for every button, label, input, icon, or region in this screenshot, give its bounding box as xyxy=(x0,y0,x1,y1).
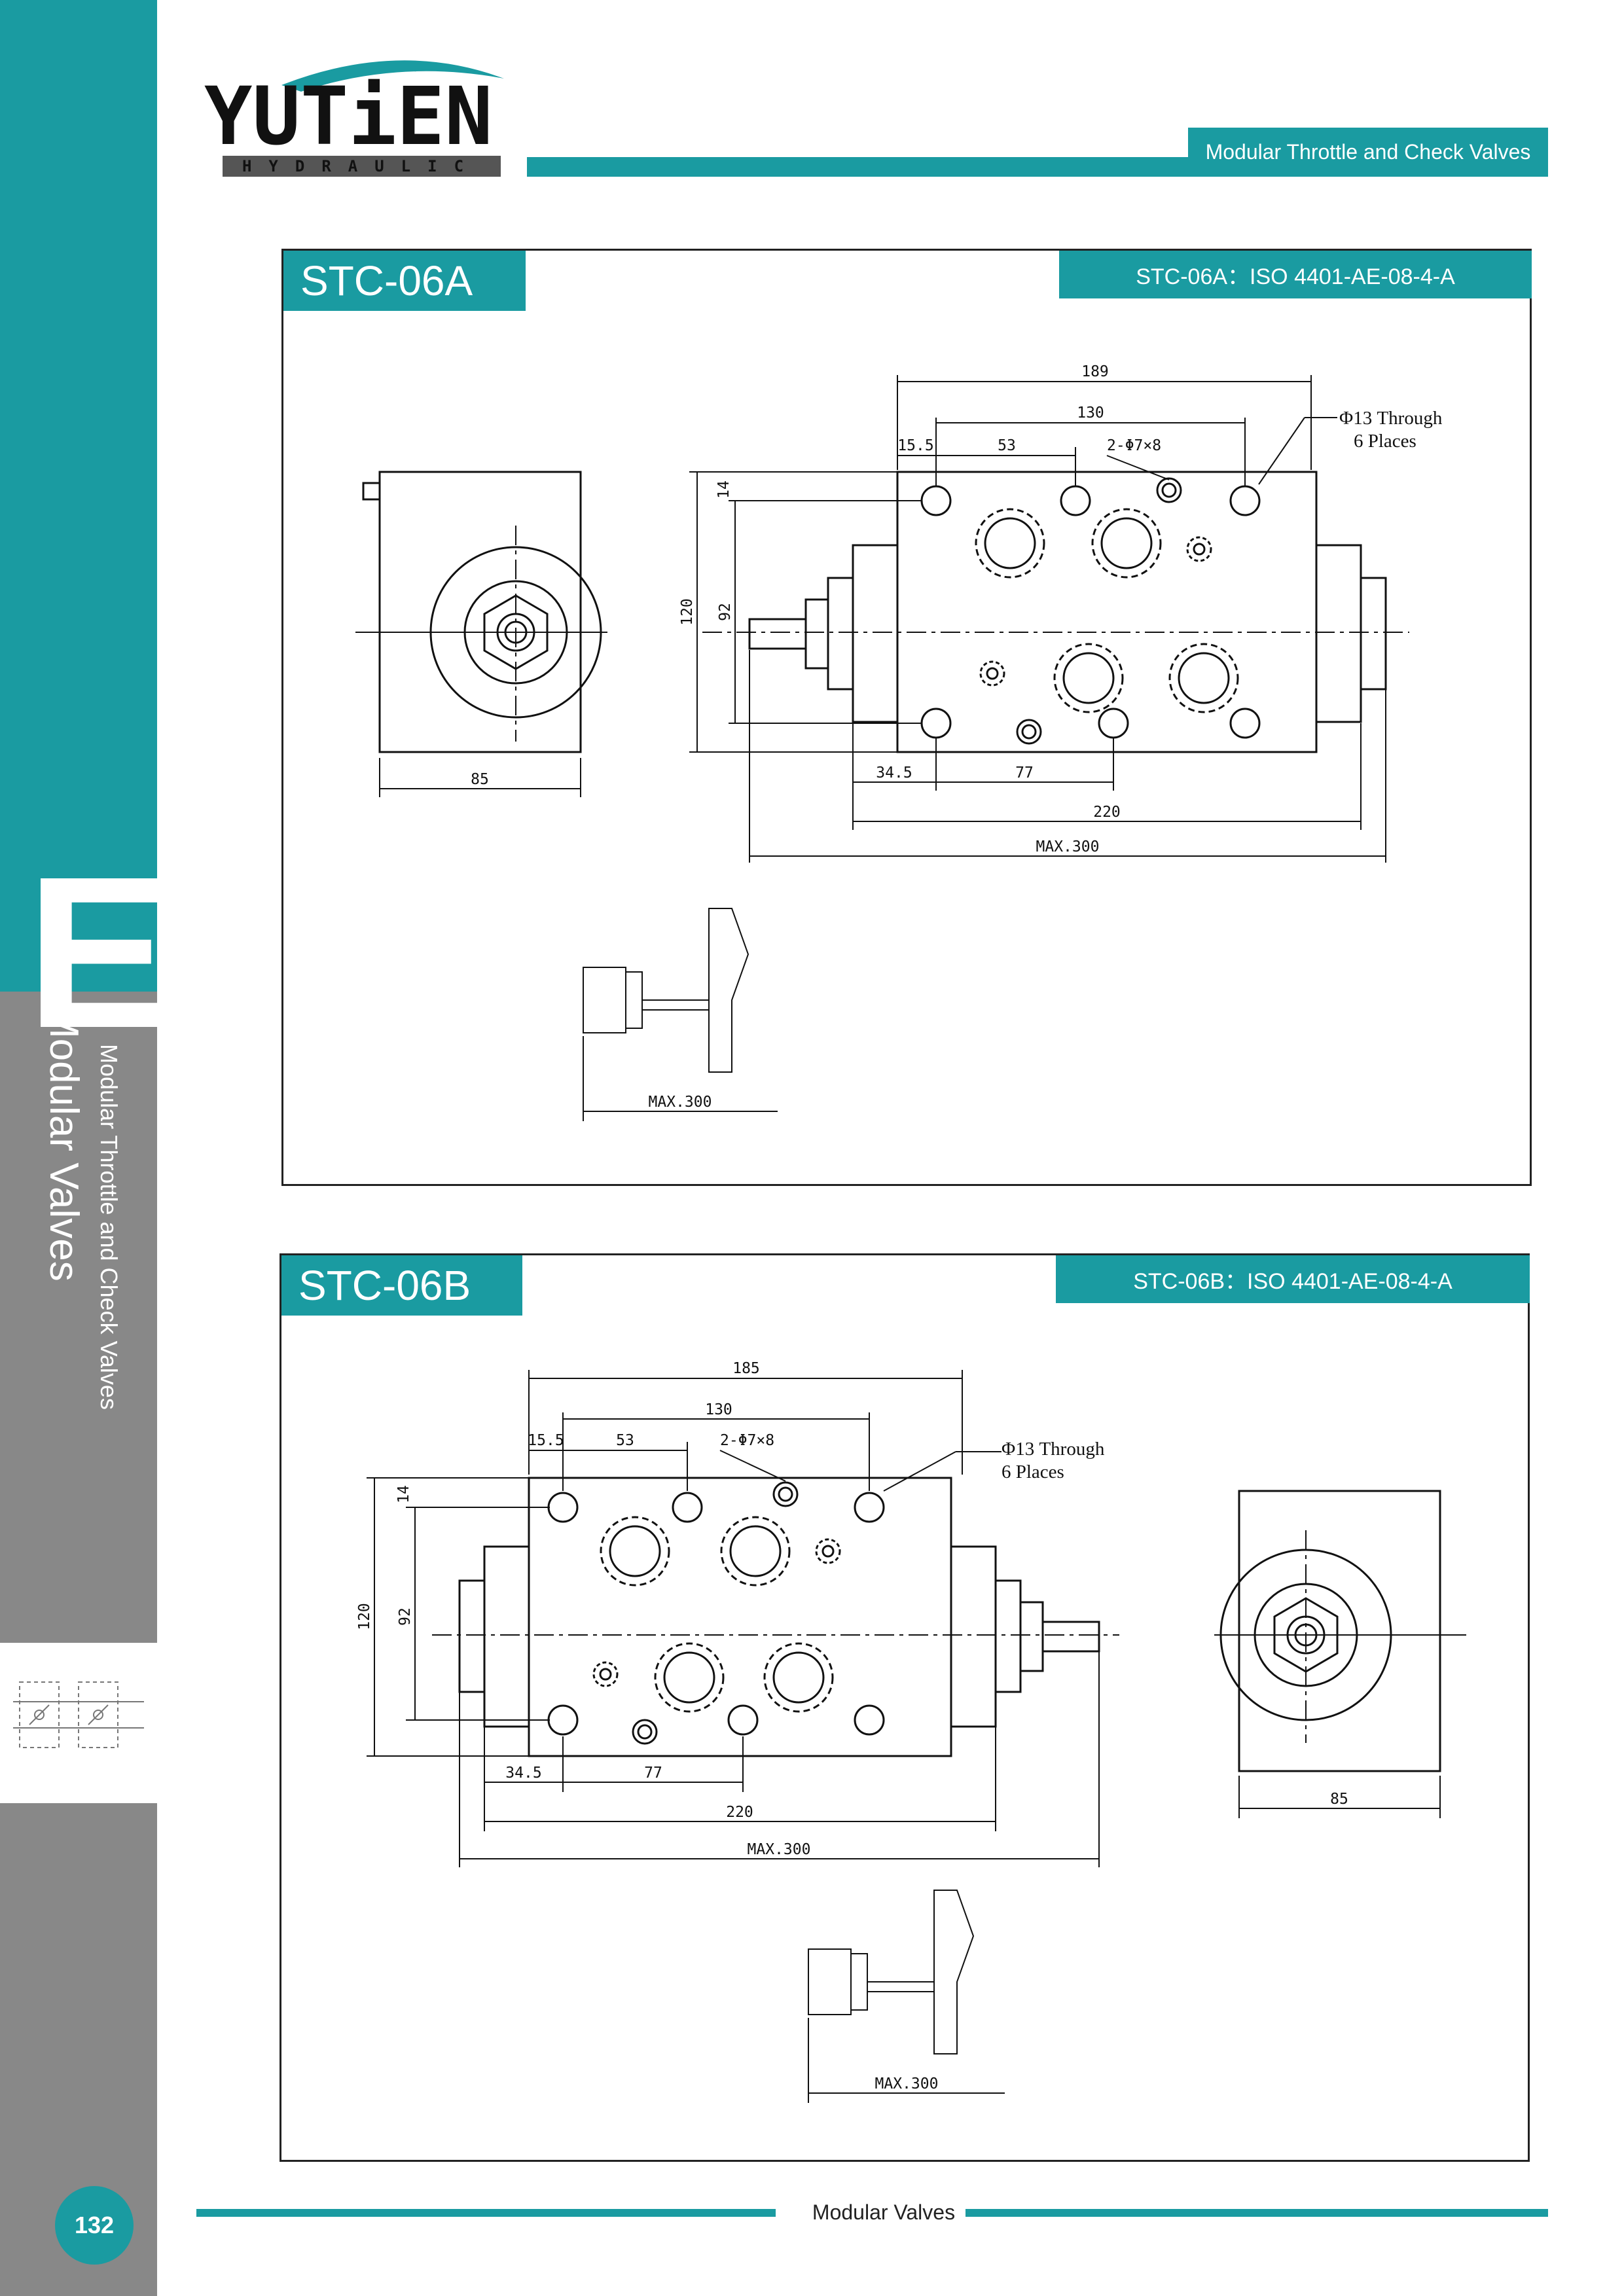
dim-120: 120 xyxy=(356,1603,373,1630)
sidebar-subsection-label: Modular Throttle and Check Valves xyxy=(96,1044,122,1410)
dim-53: 53 xyxy=(998,437,1016,454)
panel-stc-06a: STC-06A STC-06A：ISO 4401-AE-08-4-A xyxy=(281,249,1532,1186)
dim-53: 53 xyxy=(616,1432,634,1449)
technical-drawing-b: 185 130 15.5 53 2-Φ7×8 Φ13 Through 6 Pla… xyxy=(356,1360,1466,2103)
dim-92: 92 xyxy=(397,1607,414,1626)
dim-max-300: MAX.300 xyxy=(1036,838,1100,855)
dim-15-5: 15.5 xyxy=(528,1432,564,1449)
dim-places: 6 Places xyxy=(1354,431,1416,452)
dim-15-5: 15.5 xyxy=(897,437,933,454)
footer-line-right xyxy=(965,2209,1548,2217)
sidebar-accent-block xyxy=(0,0,157,992)
dim-130: 130 xyxy=(1077,404,1104,422)
dim-77: 77 xyxy=(644,1765,662,1782)
dim-knob-max: MAX.300 xyxy=(649,1094,712,1111)
sidebar-symbol-area xyxy=(0,1643,157,1803)
technical-drawing-a: 189 130 15.5 53 2-Φ7×8 Φ13 Through 6 Pla… xyxy=(355,363,1443,1121)
panel-iso-label: STC-06B：ISO 4401-AE-08-4-A xyxy=(1056,1255,1530,1303)
brand-name: YUTiEN xyxy=(204,70,493,163)
dim-220: 220 xyxy=(1093,804,1121,821)
sidebar-section-label: Modular Valves xyxy=(41,1005,86,1282)
dim-places: 6 Places xyxy=(1001,1462,1064,1482)
dim-knob-max: MAX.300 xyxy=(875,2075,939,2092)
dim-34-5: 34.5 xyxy=(876,764,912,781)
dim-130: 130 xyxy=(705,1401,732,1418)
dim-85: 85 xyxy=(471,771,489,788)
sidebar-gray-block xyxy=(0,992,157,1643)
footer-label: Modular Valves xyxy=(812,2200,956,2224)
dim-max-300: MAX.300 xyxy=(748,1841,811,1858)
dim-185: 185 xyxy=(732,1360,760,1377)
dim-34-5: 34.5 xyxy=(505,1765,541,1782)
dim-14: 14 xyxy=(395,1485,412,1503)
page-number: 132 xyxy=(55,2186,134,2265)
panel-iso-label: STC-06A：ISO 4401-AE-08-4-A xyxy=(1059,251,1532,298)
section-letter: E xyxy=(26,831,171,1073)
dim-holes: 2-Φ7×8 xyxy=(720,1432,774,1449)
dim-189: 189 xyxy=(1081,363,1109,380)
header-section-title: Modular Throttle and Check Valves xyxy=(1188,128,1548,177)
brand-logo: YUTiEN HYDRAULIC xyxy=(203,52,517,187)
footer-line-left xyxy=(196,2209,776,2217)
brand-tagline: HYDRAULIC xyxy=(242,157,480,175)
panel-model-title: STC-06B xyxy=(281,1255,522,1316)
dim-holes: 2-Φ7×8 xyxy=(1107,437,1161,454)
dim-92: 92 xyxy=(717,603,734,621)
dim-85: 85 xyxy=(1330,1791,1348,1808)
dim-14: 14 xyxy=(715,480,732,499)
dim-120: 120 xyxy=(679,598,696,626)
hydraulic-symbol-icon xyxy=(13,1681,144,1748)
panel-stc-06b: STC-06B STC-06B：ISO 4401-AE-08-4-A xyxy=(280,1253,1530,2162)
dim-220: 220 xyxy=(726,1804,753,1821)
dim-77: 77 xyxy=(1015,764,1034,781)
dim-through: Φ13 Through xyxy=(1339,408,1443,429)
panel-model-title: STC-06A xyxy=(283,251,526,311)
dim-through: Φ13 Through xyxy=(1001,1439,1105,1460)
